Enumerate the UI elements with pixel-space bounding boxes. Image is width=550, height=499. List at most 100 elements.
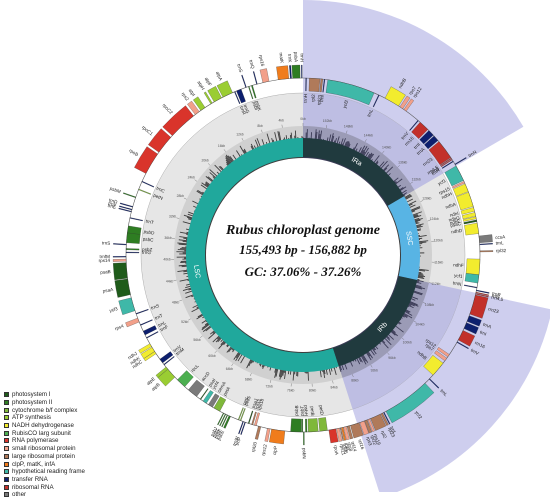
- gene-psbT: [302, 419, 303, 432]
- legend-item: ribosomal RNA: [4, 483, 174, 491]
- gene-ndhD: [464, 223, 478, 235]
- tick-label-15: 60kb: [208, 354, 215, 358]
- gene-trnH: [306, 78, 307, 91]
- gene-clpP: [269, 429, 285, 444]
- legend-swatch: [4, 446, 9, 451]
- gene-label-rpoB: rpoB: [128, 148, 139, 157]
- gene-label-rpl32: rpl32: [496, 248, 507, 253]
- tick-label-16: 64kb: [226, 367, 233, 371]
- gene-label-rpl2: rpl2: [310, 94, 316, 102]
- legend-item: hypothetical reading frame: [4, 468, 174, 476]
- gene-label-rps14: rps14: [99, 258, 111, 263]
- gene-label-psbM: psbM: [109, 186, 121, 194]
- legend-swatch: [4, 408, 9, 413]
- gene-trnS: [136, 309, 149, 314]
- gene-label-trnH: trnH: [303, 94, 308, 103]
- tick-label-18: 72kb: [266, 385, 273, 389]
- legend-swatch: [4, 400, 9, 405]
- legend-swatch: [4, 431, 9, 436]
- gene-rpoA: [329, 429, 338, 443]
- legend-item: NADH dehydrogenase: [4, 422, 174, 430]
- gene-rpl32: [480, 250, 493, 252]
- legend-item: RubisCO larg subunit: [4, 429, 174, 437]
- gene-label-matK: matK: [278, 52, 284, 64]
- tick-label-27: 108kb: [425, 303, 434, 307]
- legend-item: ATP synthesis: [4, 414, 174, 422]
- gene-trnS: [241, 75, 246, 88]
- legend-item: other: [4, 491, 174, 499]
- gene-psbN: [303, 432, 304, 445]
- gene-petN: [138, 189, 150, 195]
- gene-trnS: [113, 243, 126, 245]
- tick-label-21: 84kb: [330, 385, 337, 389]
- gene-label-trnH: trnH: [299, 53, 304, 62]
- gene-label-trnS: trnS: [236, 63, 243, 73]
- gene-accD: [188, 380, 204, 397]
- gene-label-trnG: trnG: [142, 250, 151, 255]
- tick-label-29: 116kb: [434, 260, 443, 264]
- gene-label-petB: petB: [310, 406, 316, 416]
- gene-psbZ: [126, 248, 139, 250]
- gene-trnN: [464, 285, 477, 288]
- tick-label-8: 32kb: [169, 215, 176, 219]
- gene-rpoB: [134, 147, 157, 174]
- legend-label: ribosomal RNA: [12, 484, 54, 491]
- legend-label: photosystem II: [12, 399, 52, 406]
- tick-label-19: 76kb: [287, 388, 294, 392]
- tick-label-38: 152kb: [323, 119, 332, 123]
- gene-trnC: [142, 181, 154, 187]
- gene-label-trnL: trnL: [495, 240, 504, 245]
- tick-label-17: 68kb: [245, 378, 252, 382]
- gene-trnT: [130, 217, 143, 221]
- legend-swatch: [4, 392, 9, 397]
- gene-label-psaA: psaA: [102, 287, 114, 294]
- tick-label-24: 96kb: [388, 356, 395, 360]
- tick-label-9: 36kb: [164, 236, 171, 240]
- legend-label: NADH dehydrogenase: [12, 422, 74, 429]
- gene-label-rps16: rps16: [258, 54, 265, 67]
- legend-item: large ribosomal protein: [4, 453, 174, 461]
- gene-trnG: [236, 89, 245, 103]
- gene-label-trnS: trnS: [102, 240, 111, 245]
- legend-label: photosystem I: [12, 391, 51, 398]
- legend-item: photosystem II: [4, 399, 174, 407]
- legend-swatch: [4, 438, 9, 443]
- tick-label-10: 40kb: [163, 258, 170, 262]
- tick-label-11: 44kb: [166, 279, 173, 283]
- legend-item: RNA polymerase: [4, 437, 174, 445]
- gene-psaA: [115, 279, 131, 298]
- gene-rbcL: [177, 371, 193, 387]
- legend-swatch: [4, 454, 9, 459]
- gene-label-atpH: atpH: [196, 80, 205, 91]
- gene-trnT: [140, 320, 152, 326]
- gene-label-rps4: rps4: [114, 323, 125, 331]
- legend-label: hypothetical reading frame: [12, 468, 85, 475]
- legend-label: large ribosomal protein: [12, 453, 75, 460]
- legend-item: clpP, matK, infA: [4, 460, 174, 468]
- legend-item: small ribosomal protein: [4, 445, 174, 453]
- gene-label-rps2: rps2: [181, 91, 191, 102]
- gene-trnH: [301, 65, 302, 78]
- gene-label-rpoC2: rpoC2: [161, 103, 173, 116]
- legend-item: photosystem I: [4, 391, 174, 399]
- gene-label-ccsA: ccsA: [495, 234, 506, 240]
- gene-label-rpl20: rpl20: [250, 441, 257, 453]
- legend-swatch: [4, 415, 9, 420]
- gene-rps14: [113, 259, 126, 262]
- legend-swatch: [4, 485, 9, 490]
- tick-label-26: 104kb: [415, 322, 424, 326]
- gene-psbA: [292, 65, 300, 78]
- tick-label-31: 124kb: [430, 217, 439, 221]
- tick-label-4: 16kb: [218, 144, 225, 148]
- gene-matK: [276, 66, 288, 80]
- genome-title: Rubus chloroplast genome: [225, 223, 380, 238]
- tick-label-33: 132kb: [412, 178, 421, 182]
- gene-petD: [318, 417, 327, 431]
- gene-label-psbA: psbA: [293, 52, 298, 64]
- gene-psbM: [123, 193, 136, 198]
- legend-label: clpP, matK, infA: [12, 461, 55, 468]
- gene-rps4: [125, 318, 139, 327]
- tick-label-0: 0kb: [300, 117, 306, 121]
- gene-label-psbH: psbH: [304, 405, 309, 416]
